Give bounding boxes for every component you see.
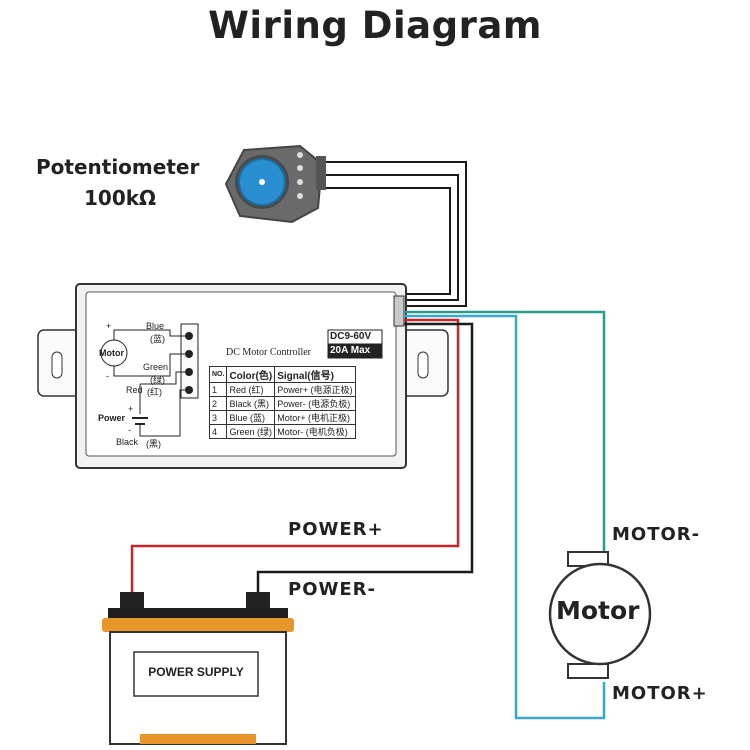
table-cell: Blue (蓝) (226, 410, 276, 425)
label-schematic (100, 323, 199, 437)
table-cell: Black (黑) (226, 396, 276, 411)
schematic-power-minus: - (128, 425, 131, 435)
table-header: NO. (208, 366, 228, 383)
table-cell: 1 (208, 382, 228, 397)
schematic-green: Green (143, 362, 169, 372)
schematic-red-cn: (红) (147, 387, 162, 397)
potentiometer-value: 100kΩ (84, 186, 157, 210)
motor-plus-label: MOTOR+ (612, 683, 708, 704)
motor-minus-label: MOTOR- (612, 524, 701, 545)
table-header: Color(色) (226, 366, 276, 383)
table-cell: Red (红) (226, 382, 276, 397)
table-cell: 2 (208, 396, 228, 411)
black-wire (256, 322, 474, 596)
schematic-blue-cn: (蓝) (150, 334, 165, 344)
power-minus-label: POWER- (288, 579, 376, 600)
schematic-black: Black (116, 437, 139, 447)
schematic-motor-plus: + (106, 321, 112, 331)
spec-current: 20A Max (330, 345, 371, 356)
motor-label: Motor (556, 596, 640, 625)
controller-title: DC Motor Controller (226, 347, 311, 358)
motor (548, 551, 652, 679)
schematic-blue: Blue (146, 321, 165, 331)
potentiometer-label: Potentiometer (36, 155, 200, 179)
table-row: 3 Blue (蓝) Motor+ (电机正极) (208, 410, 356, 425)
blue-wire (404, 314, 606, 720)
red-wire (130, 318, 460, 596)
wires (130, 310, 606, 720)
table-cell: 4 (208, 424, 228, 439)
table-row: 4 Green (绿) Motor- (电机负极) (208, 424, 356, 439)
table-cell: Power+ (电源正极) (274, 382, 356, 397)
schematic-power-plus: + (128, 404, 134, 414)
potentiometer (224, 144, 326, 224)
diagram-title: Wiring Diagram (208, 4, 542, 47)
wire-color-table: NO. Color(色) Signal(信号) 1 Red (红) Power+… (208, 366, 356, 439)
schematic-black-cn: (黑) (146, 439, 161, 449)
schematic-power-label: Power (98, 413, 126, 423)
power-supply-battery (102, 592, 294, 745)
motor-icon (548, 562, 652, 666)
schematic-motor-label: Motor (99, 348, 124, 358)
table-row: 1 Red (红) Power+ (电源正极) (208, 382, 356, 397)
power-plus-label: POWER+ (288, 519, 384, 540)
table-cell: Green (绿) (226, 424, 276, 439)
schematic-green-cn: (绿) (150, 375, 165, 385)
table-header-row: NO. Color(色) Signal(信号) (208, 366, 356, 383)
table-row: 2 Black (黑) Power- (电源负极) (208, 396, 356, 411)
pot-wires (326, 161, 467, 307)
table-header: Signal(信号) (274, 366, 356, 383)
spec-voltage: DC9-60V (330, 331, 372, 342)
green-wire (404, 310, 606, 556)
table-cell: Power- (电源负极) (274, 396, 356, 411)
schematic-red: Red (126, 385, 143, 395)
table-cell: Motor+ (电机正极) (274, 410, 356, 425)
schematic-motor-minus: - (106, 371, 109, 381)
table-cell: Motor- (电机负极) (274, 424, 356, 439)
table-cell: 3 (208, 410, 228, 425)
power-supply-label: POWER SUPPLY (148, 665, 244, 679)
